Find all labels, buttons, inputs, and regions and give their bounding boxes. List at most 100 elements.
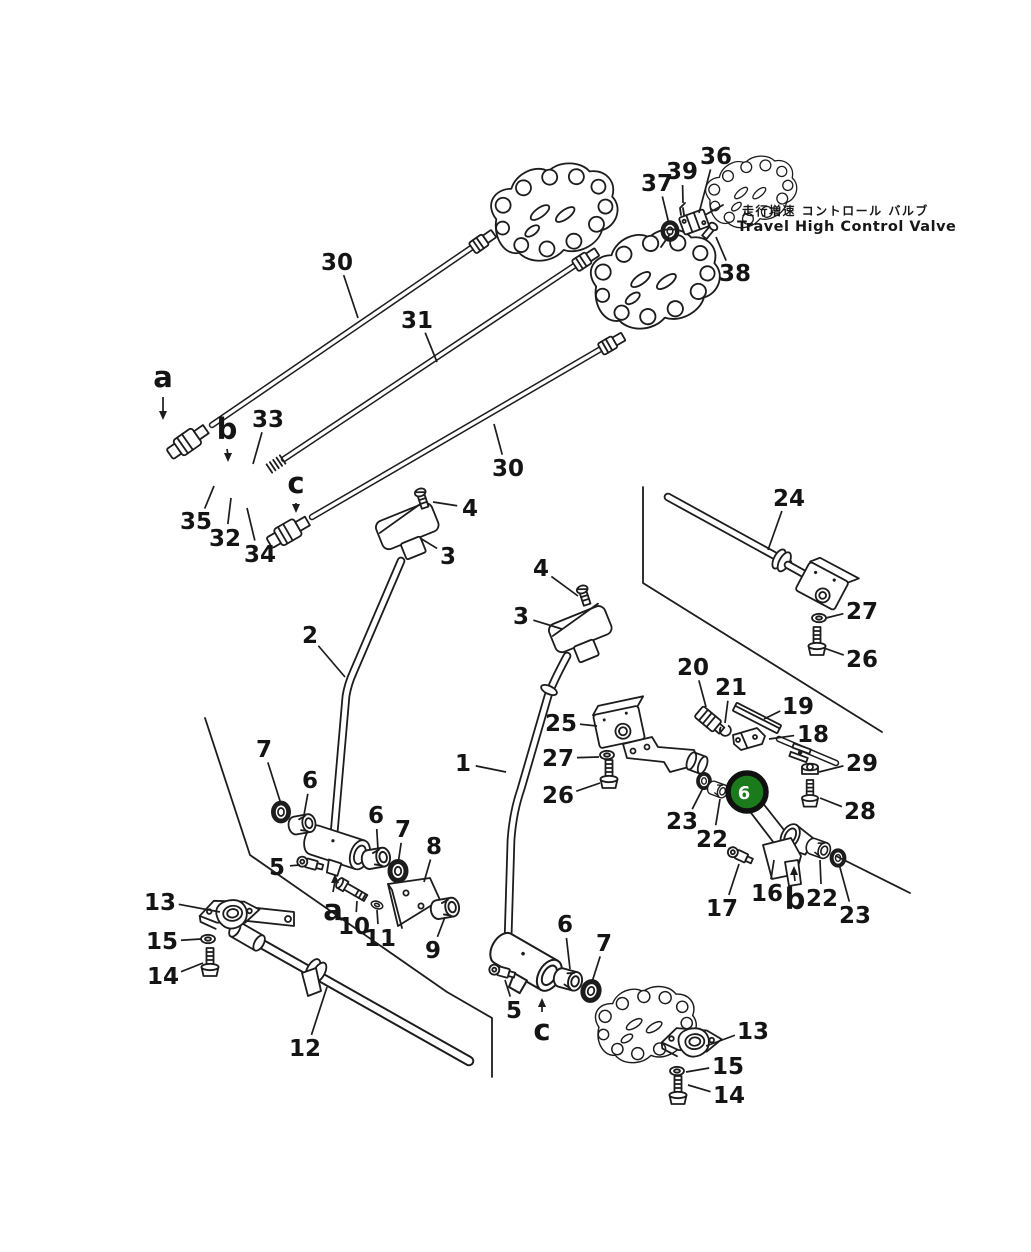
leader-line-32 [226,497,232,525]
leader-line-9 [436,916,446,938]
part-callout-30: 30 [492,456,524,482]
lever-2-assembly [295,486,448,885]
leader-line-16 [770,859,775,880]
part-callout-20: 20 [677,655,709,681]
leader-line-27 [825,612,844,619]
leader-line-18 [768,734,795,740]
fork-bolt-28-29 [775,735,840,808]
highlight-label: 6 [738,783,751,804]
leader-line-2 [317,645,346,678]
part-callout-a: a [153,360,173,394]
part-callout-8: 8 [426,834,442,860]
leader-line-27 [576,756,600,759]
leader-line-35 [203,485,215,509]
linkage-bracket-plate [622,736,709,775]
leader-line-26 [823,647,845,656]
part-callout-13: 13 [737,1019,769,1045]
rod-24-assembly [663,492,860,656]
pivot-seals-left [696,772,731,800]
leader-line-25 [579,723,598,727]
leader-line-6 [375,828,379,851]
leader-line-11 [376,909,379,925]
arrowhead-c [292,504,300,513]
highlighted-part-6[interactable]: 6 [725,770,769,814]
leader-line-21 [724,700,729,724]
control-cable-30-lower [263,329,628,553]
lever-2-pivot-parts [273,803,462,929]
leader-line-15 [180,938,202,942]
part-callout-27: 27 [846,599,878,625]
arrowhead-a [331,874,339,883]
part-callout-9: 9 [425,938,441,964]
part-callout-28: 28 [844,799,876,825]
leader-line-20 [698,680,707,708]
leader-line-30 [493,423,504,455]
leader-line-13 [178,903,221,913]
leader-line-6 [565,937,571,970]
arrowhead-b [790,866,798,875]
part-callout-17: 17 [706,896,738,922]
part-callout-4: 4 [533,556,549,582]
part-callout-25: 25 [545,711,577,737]
part-callout-7: 7 [256,737,272,763]
arrowhead-b [224,453,232,462]
group-boundary-lines [204,486,911,1078]
leader-line-24 [767,510,783,551]
part-callout-12: 12 [289,1036,321,1062]
part-callout-19: 19 [782,694,814,720]
part-callout-b: b [217,412,238,446]
part-callout-16: 16 [751,881,783,907]
part-callout-5: 5 [506,998,522,1024]
leader-line-23 [838,863,851,902]
bracket-rod-12-assembly [197,893,475,1067]
part-callout-15: 15 [146,929,178,955]
part-callout-34: 34 [244,542,276,568]
linkage-small-parts [694,702,782,751]
leader-line-7 [591,956,601,983]
part-callout-6: 6 [302,768,318,794]
highlight-circle[interactable] [725,770,769,814]
valve-title-japanese: 走行増速 コントロール バルブ [742,203,929,218]
part-callout-6: 6 [557,912,573,938]
part-callout-29: 29 [846,751,878,777]
leader-line-37 [661,196,670,225]
part-callout-32: 32 [209,526,241,552]
leader-line-12 [310,986,328,1036]
part-callout-36: 36 [700,144,732,170]
leader-line-3 [419,537,438,550]
part-callout-31: 31 [401,308,433,334]
leader-line-29 [818,765,844,773]
part-callout-7: 7 [395,817,411,843]
leader-line-34 [246,507,256,541]
part-callout-c: c [533,1013,550,1047]
part-callout-30: 30 [321,250,353,276]
part-callout-22: 22 [696,827,728,853]
lever-1-assembly [477,583,621,1008]
part-callout-37: 37 [641,171,673,197]
control-cable-30-upper [163,227,499,464]
leader-line-7 [267,762,282,805]
leader-line-13 [705,1034,736,1047]
leader-line-38 [715,236,727,261]
part-callout-b: b [785,882,806,916]
leader-line-30 [342,274,359,319]
part-callout-10: 10 [338,914,370,940]
leader-line-5 [504,979,512,997]
part-callout-18: 18 [797,722,829,748]
part-callout-3: 3 [440,544,456,570]
leader-line-36 [698,169,712,214]
leader-line-15 [685,1067,710,1073]
leader-line-6 [303,793,309,816]
part-callout-15: 15 [712,1054,744,1080]
leader-line-14 [687,1084,711,1093]
part-callout-7: 7 [596,931,612,957]
valve-title-english: Travel High Control Valve [737,219,956,235]
part-callout-11: 11 [364,926,396,952]
part-callout-2: 2 [302,623,318,649]
part-callout-26: 26 [542,783,574,809]
part-callout-5: 5 [269,855,285,881]
part-callout-1: 1 [455,751,471,777]
